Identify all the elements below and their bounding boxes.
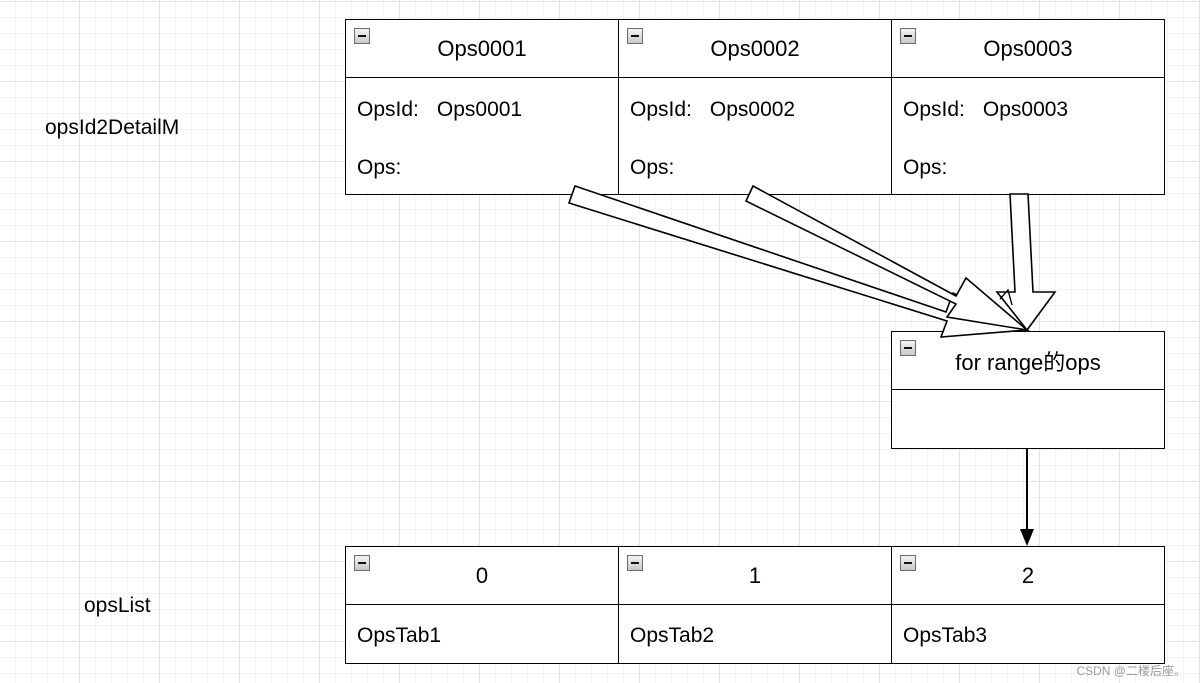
ops-label: Ops: [630, 156, 675, 179]
list-box-value: OpsTab1 [357, 624, 442, 647]
collapse-icon[interactable] [627, 555, 643, 571]
block-arrow-ops0001[interactable] [567, 184, 1030, 338]
opsid-value: Ops0002 [709, 98, 796, 121]
collapse-icon[interactable] [627, 28, 643, 44]
opsid-label: OpsId: [903, 98, 965, 121]
detail-box-header: Ops0001 [346, 20, 618, 78]
ops-label: Ops: [903, 156, 948, 179]
list-box-1[interactable]: 1 OpsTab2 [618, 546, 892, 664]
list-box-header: 0 [346, 547, 618, 605]
list-box-value: OpsTab2 [630, 624, 715, 647]
detail-box-title: Ops0003 [983, 35, 1073, 61]
list-box-value: OpsTab3 [903, 624, 988, 647]
list-box-header: 1 [619, 547, 891, 605]
list-box-0[interactable]: 0 OpsTab1 [345, 546, 619, 664]
ops-row: Ops: [357, 156, 401, 180]
ops-row: Ops: [903, 156, 947, 180]
watermark: CSDN @二楼后座。 [1076, 664, 1186, 678]
detail-box-ops0002[interactable]: Ops0002 OpsId: Ops0002 Ops: [618, 19, 892, 195]
ops-row: Ops: [630, 156, 674, 180]
detail-box-title: Ops0002 [710, 35, 800, 61]
arrowhead-mark [999, 288, 1013, 306]
block-arrow-ops0002[interactable] [744, 184, 1030, 332]
block-arrow-ops0003[interactable] [995, 193, 1057, 332]
list-box-index: 2 [1021, 562, 1035, 588]
detail-box-title: Ops0001 [437, 35, 527, 61]
opsid-value: Ops0003 [982, 98, 1069, 121]
opsid-row: OpsId: Ops0001 [357, 98, 522, 122]
list-box-index: 0 [475, 562, 489, 588]
detail-box-ops0001[interactable]: Ops0001 OpsId: Ops0001 Ops: [345, 19, 619, 195]
range-to-list-arrowhead [1020, 529, 1034, 546]
ops-label: Ops: [357, 156, 402, 179]
list-box-2[interactable]: 2 OpsTab3 [891, 546, 1165, 664]
opsid-label: OpsId: [357, 98, 419, 121]
detail-box-ops0003[interactable]: Ops0003 OpsId: Ops0003 Ops: [891, 19, 1165, 195]
collapse-icon[interactable] [354, 555, 370, 571]
collapse-icon[interactable] [900, 340, 916, 356]
collapse-icon[interactable] [900, 555, 916, 571]
list-label: opsList [84, 594, 151, 617]
range-box[interactable]: for range的ops [891, 331, 1165, 449]
detail-map-label: opsId2DetailM [45, 116, 180, 139]
detail-box-header: Ops0002 [619, 20, 891, 78]
opsid-label: OpsId: [630, 98, 692, 121]
detail-box-header: Ops0003 [892, 20, 1164, 78]
list-box-header: 2 [892, 547, 1164, 605]
range-box-title: for range的ops [955, 349, 1101, 375]
range-box-header: for range的ops [892, 332, 1164, 390]
list-box-index: 1 [748, 562, 762, 588]
collapse-icon[interactable] [354, 28, 370, 44]
opsid-value: Ops0001 [436, 98, 523, 121]
opsid-row: OpsId: Ops0003 [903, 98, 1068, 122]
collapse-icon[interactable] [900, 28, 916, 44]
opsid-row: OpsId: Ops0002 [630, 98, 795, 122]
